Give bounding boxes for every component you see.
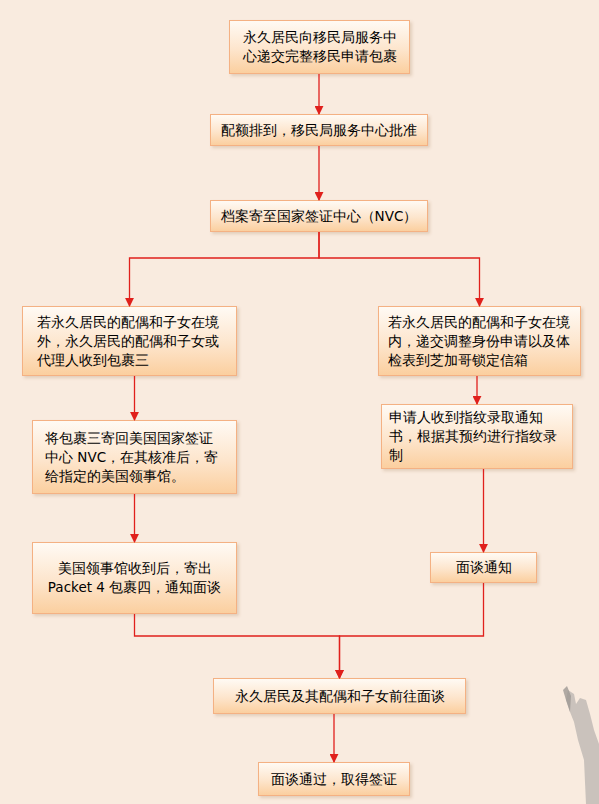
process-box: 永久居民向移民局服务中心递交完整移民申请包裹 xyxy=(229,20,410,74)
box-text: 将包裹三寄回美国国家签证中心 NVC，在其核准后，寄给指定的美国领事馆。 xyxy=(45,429,224,486)
process-box: 永久居民及其配偶和子女前往面谈 xyxy=(213,678,466,714)
box-text: 档案寄至国家签证中心（NVC） xyxy=(217,207,421,226)
box-text: 面谈通知 xyxy=(435,558,532,577)
process-box: 若永久居民的配偶和子女在境内，递交调整身份申请以及体检表到芝加哥锁定信箱 xyxy=(378,306,581,376)
box-text: 若永久居民的配偶和子女在境内，递交调整身份申请以及体检表到芝加哥锁定信箱 xyxy=(388,313,571,370)
flow-arrow xyxy=(318,146,319,200)
flow-arrow xyxy=(340,583,484,678)
process-box: 面谈通知 xyxy=(430,552,537,583)
flow-arrow xyxy=(135,614,340,678)
flow-arrow xyxy=(319,232,480,306)
statue-illustration xyxy=(566,690,599,804)
box-text: 永久居民向移民局服务中心递交完整移民申请包裹 xyxy=(240,28,399,66)
box-text: 美国领事馆收到后，寄出 Packet 4 包裹四，通知面谈 xyxy=(45,559,224,597)
flow-arrow xyxy=(483,469,484,552)
flow-arrow xyxy=(333,714,334,762)
box-text: 申请人收到指纹录取通知书，根据其预约进行指纹录制 xyxy=(389,408,565,465)
process-box: 面谈通过，取得签证 xyxy=(258,762,410,796)
torch-illustration xyxy=(563,686,571,712)
flow-arrow xyxy=(134,494,135,542)
flow-arrow xyxy=(134,376,135,420)
box-text: 面谈通过，取得签证 xyxy=(265,770,403,789)
box-text: 配额排到，移民局服务中心批准 xyxy=(217,121,421,140)
flow-arrow xyxy=(318,74,319,114)
process-box: 美国领事馆收到后，寄出 Packet 4 包裹四，通知面谈 xyxy=(32,542,237,614)
process-box: 档案寄至国家签证中心（NVC） xyxy=(210,200,428,232)
process-box: 申请人收到指纹录取通知书，根据其预约进行指纹录制 xyxy=(381,404,573,469)
process-box: 配额排到，移民局服务中心批准 xyxy=(210,114,428,146)
process-box: 若永久居民的配偶和子女在境外，永久居民的配偶和子女或代理人收到包裹三 xyxy=(22,306,237,376)
box-text: 若永久居民的配偶和子女在境外，永久居民的配偶和子女或代理人收到包裹三 xyxy=(37,313,222,370)
process-box: 将包裹三寄回美国国家签证中心 NVC，在其核准后，寄给指定的美国领事馆。 xyxy=(32,420,237,494)
flow-arrow xyxy=(130,232,320,306)
flow-arrow xyxy=(476,376,477,404)
box-text: 永久居民及其配偶和子女前往面谈 xyxy=(220,687,459,706)
